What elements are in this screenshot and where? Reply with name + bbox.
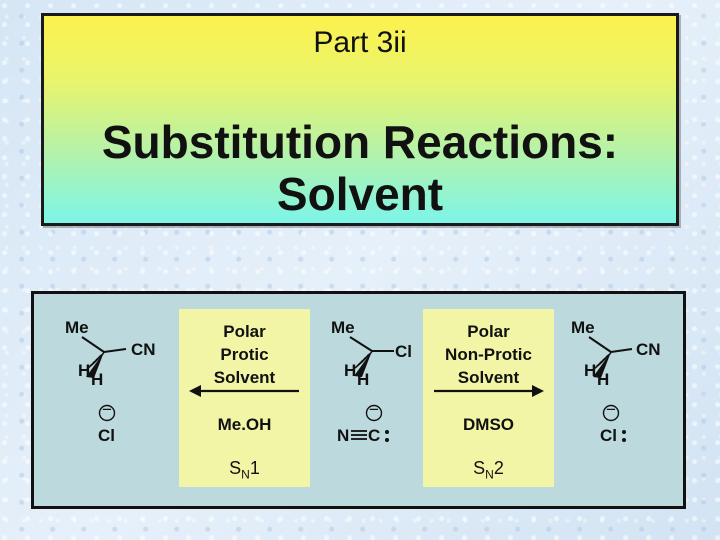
left-charge-circle-icon xyxy=(98,404,116,422)
right-mechanism: SN2 xyxy=(423,457,554,487)
right-solvent-type-line-1: Polar xyxy=(467,322,510,341)
right-product-bonds xyxy=(588,336,633,378)
right-solvent-type-line-2: Non-Protic xyxy=(445,345,532,364)
right-charge-circle-icon xyxy=(602,404,620,422)
right-h1-label: H xyxy=(584,361,597,380)
triple-bond-icon xyxy=(351,430,367,440)
right-lone-pair-icon xyxy=(622,430,626,442)
left-methyl-label: Me xyxy=(65,318,89,337)
left-solvent-type-line-2: Protic xyxy=(220,345,269,364)
right-chloride-label: Cl xyxy=(600,426,617,445)
nucleophile-n-label: N xyxy=(337,426,350,445)
left-h2-label: H xyxy=(91,370,104,389)
reactant-h2-label: H xyxy=(357,370,370,389)
reactant-cl-label: Cl xyxy=(395,342,412,361)
left-arrow-icon xyxy=(189,385,299,397)
right-mech-sub: N xyxy=(485,467,494,482)
slide-title: Substitution Reactions: Solvent xyxy=(44,116,676,220)
left-solvent-type-line-1: Polar xyxy=(223,322,266,341)
part-label: Part 3ii xyxy=(313,26,407,59)
lone-pair-icon xyxy=(385,430,389,442)
reactant-h1-label: H xyxy=(344,361,357,380)
right-mech-s: S xyxy=(473,458,486,478)
title-box: Part 3ii Substitution Reactions: Solvent xyxy=(41,13,679,226)
right-h2-label: H xyxy=(597,370,610,389)
right-solvent-type-line-3: Solvent xyxy=(457,368,520,387)
right-solvent-name: DMSO xyxy=(463,415,514,434)
right-arrow-icon xyxy=(434,385,544,397)
left-h1-label: H xyxy=(78,361,91,380)
title-line-1: Substitution Reactions: xyxy=(101,116,619,168)
left-cn-label: CN xyxy=(131,340,156,359)
right-conditions-box: Polar Non-Protic Solvent DMSO SN2 xyxy=(423,309,554,487)
left-solvent-type-line-3: Solvent xyxy=(213,368,276,387)
left-conditions-box: Polar Protic Solvent Me.OH SN1 xyxy=(179,309,310,487)
left-mech-num: 1 xyxy=(249,458,260,478)
left-solvent-name: Me.OH xyxy=(217,415,272,434)
reaction-diagram: Me CN H H − Cl Polar Protic Solvent Me.O… xyxy=(31,291,686,509)
left-charge-sign: − xyxy=(102,400,112,419)
left-solvent-type: Polar Protic Solvent xyxy=(179,320,310,389)
left-mechanism: SN1 xyxy=(179,457,310,487)
reactant-bonds xyxy=(349,336,394,377)
right-charge-sign: − xyxy=(606,400,616,419)
reactant-methyl-label: Me xyxy=(331,318,355,337)
left-product-bonds xyxy=(81,336,127,378)
nucleophile-charge-sign: − xyxy=(369,400,379,419)
right-solvent-type: Polar Non-Protic Solvent xyxy=(423,320,554,389)
nucleophile-charge-circle-icon xyxy=(365,404,383,422)
left-chloride-label: Cl xyxy=(98,426,115,445)
right-methyl-label: Me xyxy=(571,318,595,337)
title-line-2: Solvent xyxy=(276,168,444,220)
left-mech-s: S xyxy=(229,458,242,478)
right-cn-label: CN xyxy=(636,340,661,359)
left-mech-sub: N xyxy=(241,467,250,482)
right-mech-num: 2 xyxy=(493,458,504,478)
nucleophile-c-label: C xyxy=(368,426,381,445)
